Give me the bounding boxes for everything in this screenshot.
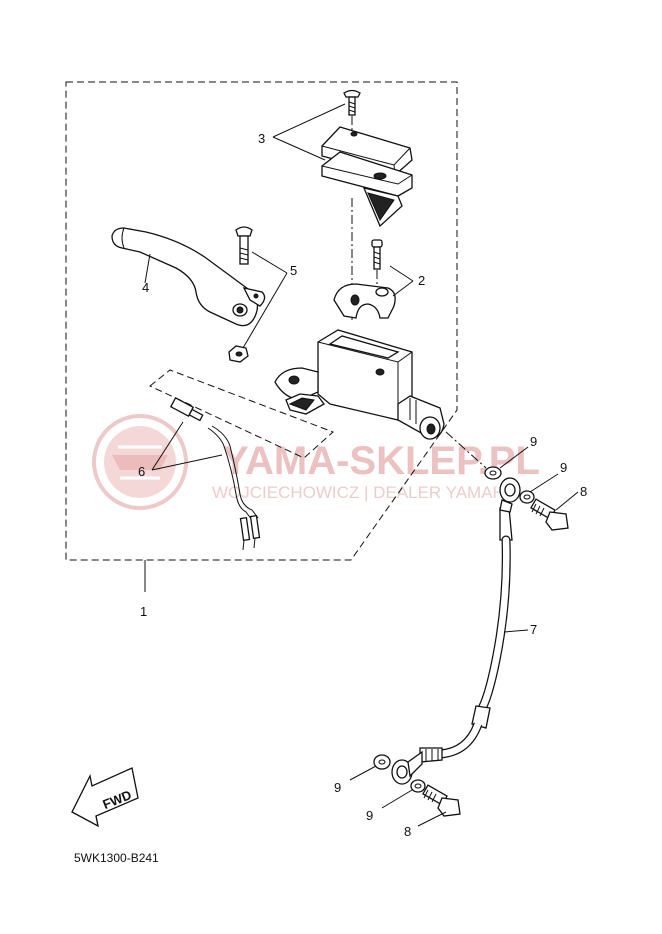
- upper-washer-b: [519, 490, 535, 504]
- reservoir-cap-screw: [343, 89, 361, 116]
- callout-3: 3: [258, 131, 265, 146]
- brake-hose: [419, 507, 513, 763]
- lever-pivot-nut: [228, 345, 249, 363]
- forward-direction-arrow: FWD: [71, 767, 139, 828]
- leader-8b: [417, 811, 447, 827]
- leader-2b: [392, 280, 414, 297]
- callout-8-upper: 8: [580, 484, 587, 499]
- master-cylinder-body: [274, 329, 445, 440]
- front-brake-switch: [169, 397, 261, 551]
- upper-washer-a: [484, 466, 502, 480]
- callout-9-upper-a: 9: [530, 434, 537, 449]
- callout-2: 2: [418, 273, 425, 288]
- callout-9-lower-a: 9: [334, 780, 341, 795]
- lower-washer-b: [410, 779, 426, 793]
- lower-washer-a: [373, 754, 391, 770]
- callout-6: 6: [138, 464, 145, 479]
- upper-banjo-fitting: [499, 477, 521, 513]
- axis-line-4: [445, 431, 487, 469]
- upper-union-bolt: [530, 498, 569, 531]
- callout-9-lower-b: 9: [366, 808, 373, 823]
- watermark: YAMA-SKLEP.PL WOJCIECHOWICZ | DEALER YAM…: [92, 414, 540, 510]
- leader-7: [503, 629, 529, 633]
- watermark-logo: [92, 414, 188, 510]
- lever-pivot-bolt: [235, 226, 253, 265]
- callout-9-upper-b: 9: [560, 460, 567, 475]
- leader-4: [144, 253, 151, 284]
- diagram-code: 5WK1300-B241: [74, 851, 159, 865]
- callout-8-lower: 8: [404, 824, 411, 839]
- lower-banjo-fitting: [391, 750, 423, 785]
- reservoir-diaphragm: [321, 151, 413, 228]
- brake-lever: [111, 227, 266, 327]
- lower-union-bolt: [422, 784, 461, 817]
- leader-3a: [272, 103, 346, 138]
- master-cylinder-holder: [333, 283, 396, 319]
- leader-9a: [499, 446, 529, 469]
- leader-5b: [242, 272, 288, 349]
- callout-7: 7: [530, 622, 537, 637]
- callout-1: 1: [140, 604, 147, 619]
- leader-8a: [555, 491, 579, 511]
- leader-6a: [151, 421, 184, 471]
- leader-3b: [272, 136, 326, 161]
- switch-subframe: [149, 369, 334, 459]
- assembly-frame: [65, 81, 458, 561]
- leader-9c: [349, 765, 377, 781]
- leader-9d: [381, 789, 413, 809]
- leader-2a: [389, 265, 414, 282]
- callout-4: 4: [142, 280, 149, 295]
- clamp-bolt: [371, 239, 383, 270]
- callout-5: 5: [290, 263, 297, 278]
- leader-9b: [529, 473, 559, 493]
- watermark-subtitle: WOJCIECHOWICZ | DEALER YAMAHA: [212, 483, 517, 502]
- leader-5a: [251, 251, 288, 274]
- leader-6b: [151, 454, 223, 471]
